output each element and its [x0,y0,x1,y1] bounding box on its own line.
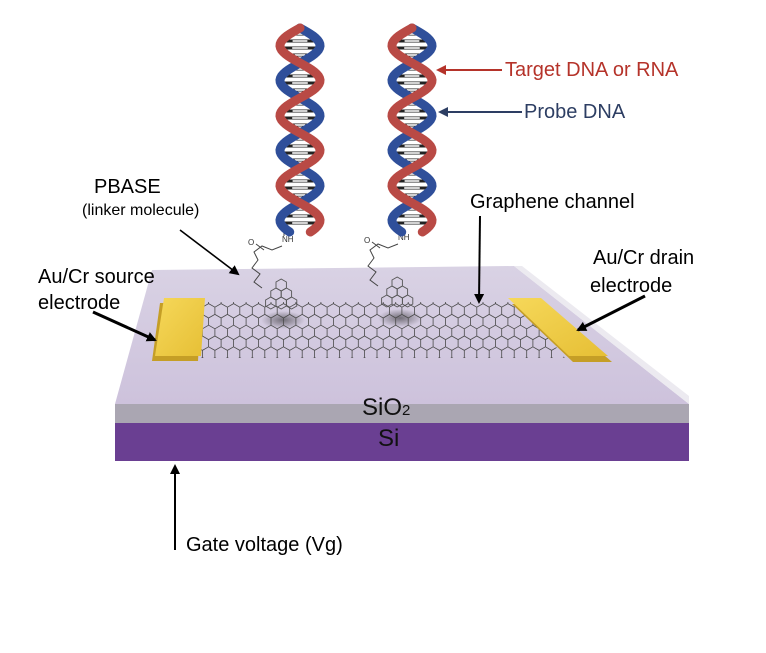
pyrene-anchors [265,276,414,310]
target-dna-strand [387,23,437,237]
source-electrode [152,298,205,361]
linker-chain [367,243,399,287]
sio2-right-bevel [514,266,689,404]
molecule-shadow [378,309,422,327]
si-label: Si [378,425,400,452]
carbonyl-bond [371,241,381,249]
pyrene-ring [381,294,393,308]
pyrene-ring [401,294,414,308]
source-label-line1: Au/Cr source [38,266,155,288]
drain-label-line2: electrode [590,275,673,297]
source-label-line2: electrode [38,292,121,314]
sio2-text: SiO [362,394,403,421]
graphene-channel-label: Graphene channel [470,191,635,213]
target-label: Target DNA or RNA [505,59,679,81]
nh-group-label: NH [282,235,294,244]
target-dna-strand [275,23,325,237]
drain-electrode [508,298,612,362]
sio2-subscript: 2 [402,402,411,419]
dna-double-helix [275,23,325,237]
nh-group-label: NH [398,233,410,242]
probe-label: Probe DNA [524,101,626,123]
oxygen-atom-label: O [364,236,370,245]
pyrene-ring [391,276,403,290]
carbonyl-bond [255,243,265,251]
dna-helices [275,23,437,237]
gate-voltage-label: Gate voltage (Vg) [186,534,343,556]
si-layer [115,423,689,461]
pyrene-ring [285,296,298,310]
drain-label-line1: Au/Cr drain [593,247,695,269]
dna-double-helix [387,23,437,237]
pyrene-ring [265,296,277,310]
oxygen-atom-label: O [248,238,254,247]
sio2-label: SiO2 [362,396,410,423]
pyrene-ring [275,278,287,292]
source-arrow [92,310,157,342]
pbase-arrow [179,229,240,276]
linker-chain [251,245,283,289]
drain-arrow [576,294,646,332]
molecule-shadow [261,311,305,329]
channel-arrow [474,215,485,304]
sio2-front-edge [115,404,689,423]
pbase-sub-label: (linker molecule) [82,202,200,219]
pbase-label: PBASE [94,176,161,198]
